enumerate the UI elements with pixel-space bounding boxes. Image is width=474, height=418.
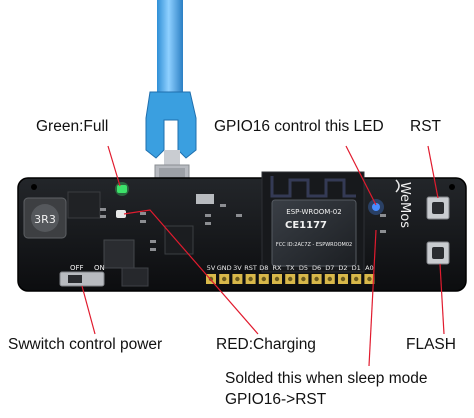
smd-components — [100, 204, 386, 251]
line-green-full — [107, 145, 121, 187]
inductor-code: 3R3 — [34, 213, 56, 226]
pin-label: 5V — [207, 264, 216, 272]
label-flash: FLASH — [406, 336, 456, 353]
power-switch: OFF ON — [59, 264, 105, 287]
regulator — [103, 239, 135, 269]
line-red-charging — [123, 209, 259, 335]
line-flash — [439, 263, 445, 335]
header-pin-hole — [367, 276, 372, 282]
pin-label: D1 — [352, 264, 361, 272]
header-pin-hole — [354, 276, 359, 282]
header-pin-hole — [222, 276, 227, 282]
annotation-lines — [81, 145, 445, 367]
label-green-full: Green:Full — [36, 118, 109, 135]
brand-swoosh — [395, 179, 400, 193]
esp-module: ESP-WROOM-02 CE1177 FCC ID:2AC7Z - ESPWR… — [261, 171, 365, 273]
label-gpio16-led: GPIO16 control this LED — [214, 118, 384, 135]
pin-label: A0 — [365, 264, 374, 272]
pin-label: D6 — [312, 264, 321, 272]
line-gpio16-led — [345, 145, 377, 206]
header-pin-hole — [261, 276, 266, 282]
flash-button — [426, 241, 450, 265]
charger-ic — [67, 191, 101, 219]
label-solder-line2: GPIO16->RST — [225, 391, 327, 408]
pin-label: RST — [244, 264, 257, 272]
blue-led — [372, 203, 380, 211]
label-switch-power: Swwitch control power — [8, 336, 163, 353]
inductor: 3R3 — [23, 197, 67, 239]
battery-connector — [121, 267, 149, 287]
rst-button — [426, 196, 450, 220]
header-pin-hole — [314, 276, 319, 282]
pin-label: GND — [217, 264, 232, 272]
label-solder-line1: Solded this when sleep mode — [225, 370, 428, 387]
line-rst — [427, 145, 439, 199]
line-solder — [368, 229, 377, 367]
red-led — [116, 210, 126, 218]
header-pin-hole — [301, 276, 306, 282]
label-rst: RST — [410, 118, 441, 135]
module-name: ESP-WROOM-02 — [286, 208, 341, 216]
usb-cable — [145, 0, 197, 184]
crystal — [196, 194, 214, 204]
header-pin-hole — [248, 276, 253, 282]
header-pin-hole — [235, 276, 240, 282]
pin-label: D5 — [299, 264, 308, 272]
header-pin-hole — [274, 276, 280, 282]
switch-on-label: ON — [94, 264, 105, 272]
line-switch — [81, 285, 96, 335]
pin-label: 3V — [233, 264, 242, 272]
header-pin-hole — [288, 276, 293, 282]
switch-off-label: OFF — [70, 264, 84, 272]
pin-label: D8 — [259, 264, 268, 272]
ce-mark: CE1177 — [285, 220, 327, 231]
pin-header — [206, 274, 375, 284]
fcc-text: FCC ID:2AC7Z - ESPWROOM02 — [276, 242, 352, 248]
pin-label: D2 — [338, 264, 347, 272]
green-led — [117, 185, 127, 193]
brand-logo: WeMos — [397, 182, 412, 228]
label-red-charging: RED:Charging — [216, 336, 316, 353]
usb-serial-chip — [164, 225, 194, 255]
pin-label: TX — [285, 264, 295, 272]
pin-label: D7 — [325, 264, 334, 272]
pin-label: RX — [273, 264, 283, 272]
header-pin-hole — [327, 276, 332, 282]
header-pin-hole — [340, 276, 346, 282]
